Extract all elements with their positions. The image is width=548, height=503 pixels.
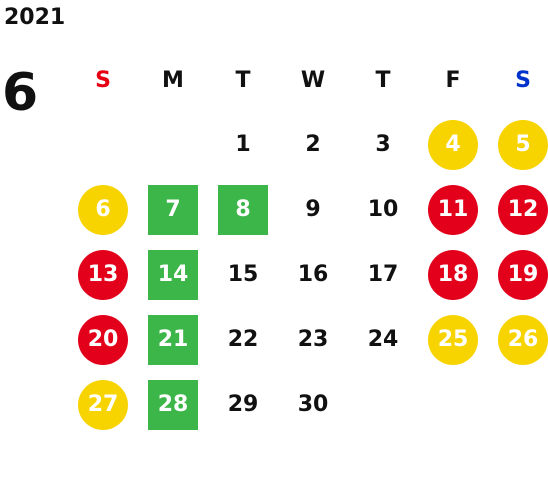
day-number-yellow-circle[interactable]: 26 [498, 314, 548, 365]
day-cell [418, 372, 488, 437]
weekday-sunday: S [95, 67, 111, 93]
day-cell: 26 [488, 307, 548, 372]
month-number: 6 [2, 63, 39, 123]
day-cell: 8 [208, 177, 278, 242]
day-cell [68, 112, 138, 177]
weekday-thursday: T [375, 67, 391, 93]
day-cell: 6 [68, 177, 138, 242]
day-cell: 12 [488, 177, 548, 242]
day-number-yellow-circle[interactable]: 4 [428, 119, 478, 170]
day-number[interactable]: 1 [235, 132, 251, 157]
day-cell: 30 [278, 372, 348, 437]
day-number-red-circle[interactable]: 18 [428, 249, 478, 300]
day-number-yellow-circle[interactable]: 5 [498, 119, 548, 170]
day-cell: 17 [348, 242, 418, 307]
day-number-red-circle[interactable]: 20 [78, 314, 128, 365]
day-number[interactable]: 16 [297, 262, 329, 287]
day-cell: 13 [68, 242, 138, 307]
day-cell: 10 [348, 177, 418, 242]
day-cell: 24 [348, 307, 418, 372]
day-cell: 28 [138, 372, 208, 437]
day-cell: 4 [418, 112, 488, 177]
day-cell: 16 [278, 242, 348, 307]
day-number-green-square[interactable]: 7 [148, 184, 198, 235]
day-number[interactable]: 15 [227, 262, 259, 287]
weekday-saturday: S [515, 67, 531, 93]
day-cell: 23 [278, 307, 348, 372]
day-cell: 27 [68, 372, 138, 437]
day-number-red-circle[interactable]: 13 [78, 249, 128, 300]
weekday-tuesday: T [235, 67, 251, 93]
day-number[interactable]: 23 [297, 327, 329, 352]
day-cell: 11 [418, 177, 488, 242]
day-cell: 2 [278, 112, 348, 177]
day-cell [138, 112, 208, 177]
day-cell: 15 [208, 242, 278, 307]
day-cell: 25 [418, 307, 488, 372]
day-number-green-square[interactable]: 21 [148, 314, 198, 365]
day-number-yellow-circle[interactable]: 25 [428, 314, 478, 365]
day-cell: 29 [208, 372, 278, 437]
day-number-yellow-circle[interactable]: 6 [78, 184, 128, 235]
day-cell: 5 [488, 112, 548, 177]
day-cell [348, 372, 418, 437]
weekday-monday: M [162, 67, 184, 93]
day-number-yellow-circle[interactable]: 27 [78, 379, 128, 430]
day-cell: 7 [138, 177, 208, 242]
day-number[interactable]: 10 [367, 197, 399, 222]
day-cell: 22 [208, 307, 278, 372]
day-cell: 3 [348, 112, 418, 177]
day-cell: 21 [138, 307, 208, 372]
day-cell: 18 [418, 242, 488, 307]
day-number[interactable]: 3 [375, 132, 391, 157]
day-number[interactable]: 22 [227, 327, 259, 352]
day-number-green-square[interactable]: 14 [148, 249, 198, 300]
day-number-red-circle[interactable]: 12 [498, 184, 548, 235]
day-number[interactable]: 17 [367, 262, 399, 287]
weekday-header-row: S M T W T F S [68, 48, 548, 112]
day-number-red-circle[interactable]: 19 [498, 249, 548, 300]
day-number-green-square[interactable]: 8 [218, 184, 268, 235]
day-cell: 9 [278, 177, 348, 242]
year-label: 2021 [4, 5, 66, 30]
day-number[interactable]: 24 [367, 327, 399, 352]
day-cell: 14 [138, 242, 208, 307]
day-cell: 19 [488, 242, 548, 307]
day-number-red-circle[interactable]: 11 [428, 184, 478, 235]
day-cell: 1 [208, 112, 278, 177]
weekday-friday: F [445, 67, 461, 93]
day-number-green-square[interactable]: 28 [148, 379, 198, 430]
day-number[interactable]: 30 [297, 392, 329, 417]
day-cell: 20 [68, 307, 138, 372]
weekday-wednesday: W [300, 67, 326, 93]
day-number[interactable]: 9 [305, 197, 321, 222]
day-number[interactable]: 2 [305, 132, 321, 157]
day-cell [488, 372, 548, 437]
day-number[interactable]: 29 [227, 392, 259, 417]
